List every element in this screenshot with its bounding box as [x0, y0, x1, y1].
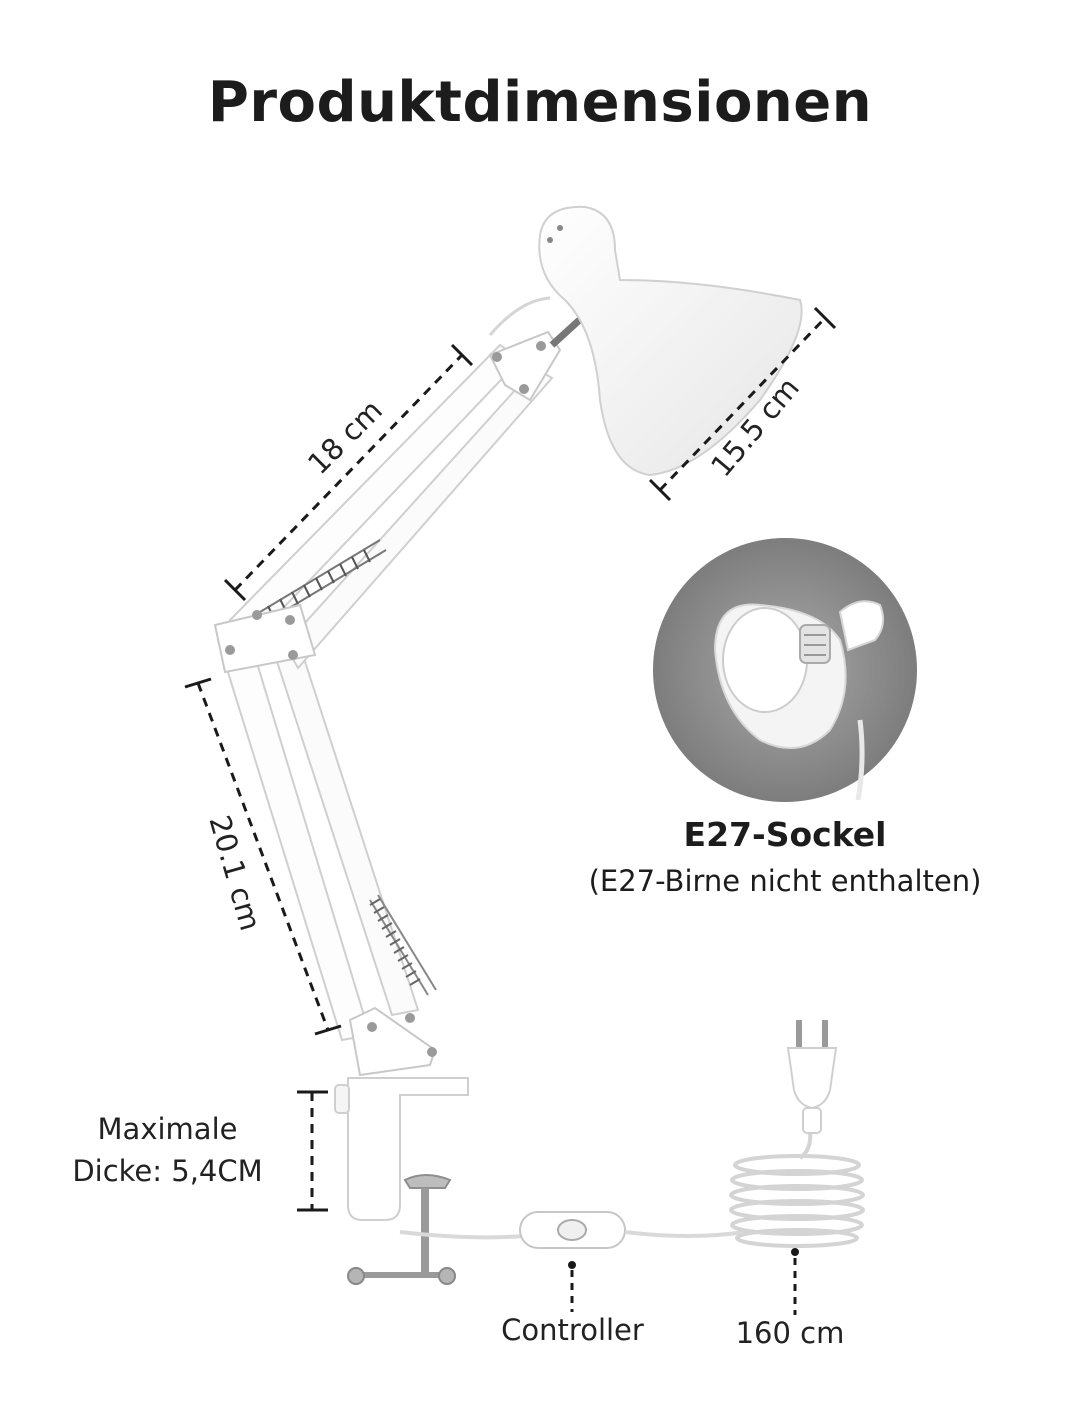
coiled-cable: [729, 1154, 865, 1248]
socket-title: E27-Sockel: [683, 815, 887, 854]
max-thickness-line-1: Maximale: [97, 1112, 238, 1146]
power-plug: [786, 1020, 838, 1134]
page-title: Produktdimensionen: [207, 70, 873, 135]
lower-spring: [369, 894, 437, 996]
lamp-shade: [538, 205, 803, 477]
lamp-illustration: [213, 205, 865, 1285]
controller-switch: [519, 1211, 626, 1249]
cable-length-label: 160 cm: [735, 1316, 845, 1350]
max-thickness-line-2: Dicke: 5,4CM: [72, 1154, 263, 1188]
max-thickness-label: Maximale Dicke: 5,4CM: [60, 1108, 275, 1192]
dimension-lines: [184, 306, 837, 1315]
controller-label: Controller: [501, 1313, 644, 1347]
table-clamp: [334, 1077, 469, 1285]
socket-detail-image: [653, 538, 917, 802]
socket-note: (E27-Birne nicht enthalten): [588, 864, 982, 898]
